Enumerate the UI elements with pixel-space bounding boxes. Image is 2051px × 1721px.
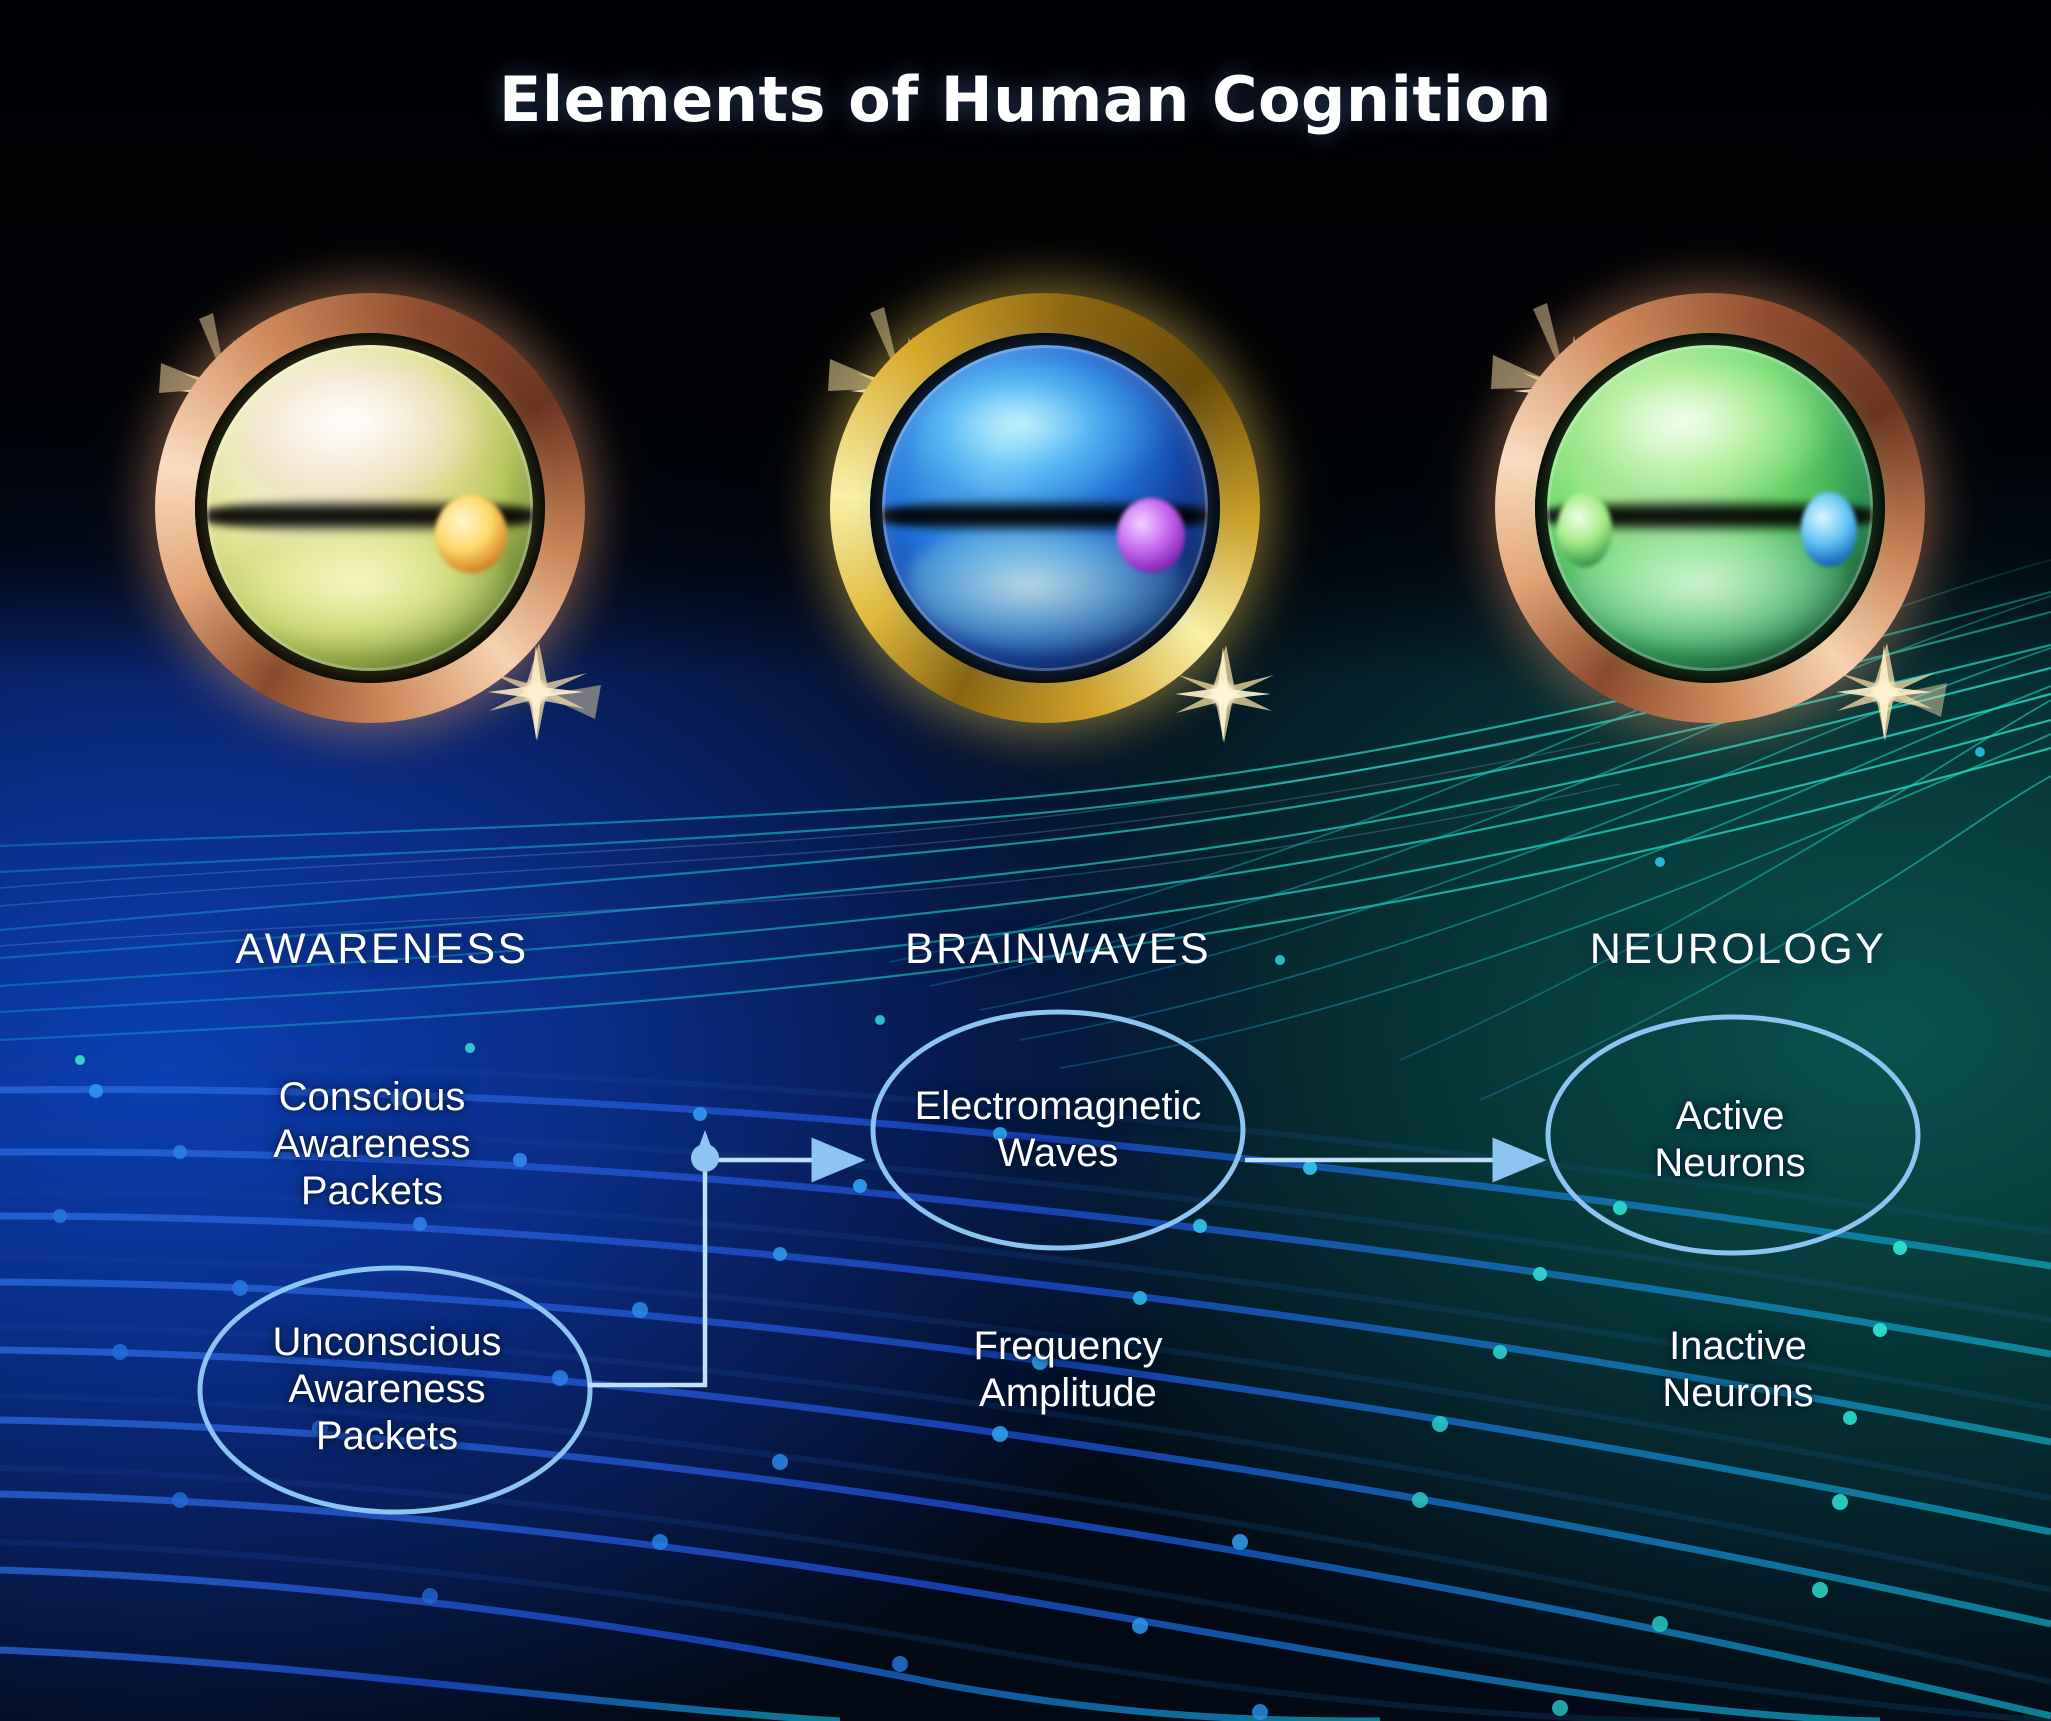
junction-dot-tip xyxy=(697,1130,713,1152)
ellipse-active-neurons xyxy=(1545,1014,1921,1256)
node-line-2: Awareness xyxy=(288,1367,486,1412)
page-title: Elements of Human Cognition xyxy=(499,63,1552,136)
column-heading-neurology: NEUROLOGY xyxy=(1589,925,1887,973)
awareness-orb-bubble xyxy=(207,345,533,671)
node-inactive-neurons: Inactive Neurons xyxy=(1662,1323,1813,1417)
node-line-2: Waves xyxy=(997,1131,1119,1175)
column-heading-brainwaves: BRAINWAVES xyxy=(905,925,1211,973)
neurology-orb xyxy=(1461,259,1959,757)
node-line-2: Neurons xyxy=(1662,1371,1814,1415)
connector-unconscious-to-electromagnetic xyxy=(588,1137,866,1388)
node-line-2: Awareness xyxy=(273,1122,471,1167)
node-conscious-awareness-packets: Conscious Awareness Packets xyxy=(273,1074,470,1216)
node-line-1: Unconscious xyxy=(272,1320,502,1365)
node-electromagnetic-waves: Electromagnetic Waves xyxy=(915,1083,1202,1177)
node-unconscious-awareness-packets: Unconscious Awareness Packets xyxy=(272,1319,501,1461)
ellipse-electromagnetic-waves xyxy=(870,1009,1246,1251)
node-active-neurons: Active Neurons xyxy=(1654,1093,1805,1187)
node-frequency-amplitude: Frequency Amplitude xyxy=(974,1323,1163,1417)
brainwaves-orb-bubble xyxy=(882,345,1208,671)
node-line-3: Packets xyxy=(300,1169,444,1214)
ellipse-unconscious-awareness-packets xyxy=(197,1265,593,1515)
neurology-orb-bubble xyxy=(1547,345,1873,671)
wave-node-dots xyxy=(53,747,1985,1720)
brainwaves-orb xyxy=(796,259,1294,757)
node-line-1: Inactive xyxy=(1669,1323,1807,1368)
node-line-2: Neurons xyxy=(1654,1141,1806,1185)
node-line-1: Active xyxy=(1675,1093,1785,1138)
node-line-1: Conscious xyxy=(278,1075,466,1120)
node-line-2: Amplitude xyxy=(979,1371,1157,1415)
awareness-orb xyxy=(121,259,619,757)
node-line-1: Frequency xyxy=(973,1323,1163,1368)
node-line-1: Electromagnetic xyxy=(914,1083,1202,1128)
column-heading-awareness: AWARENESS xyxy=(235,925,529,973)
node-line-3: Packets xyxy=(315,1414,459,1459)
